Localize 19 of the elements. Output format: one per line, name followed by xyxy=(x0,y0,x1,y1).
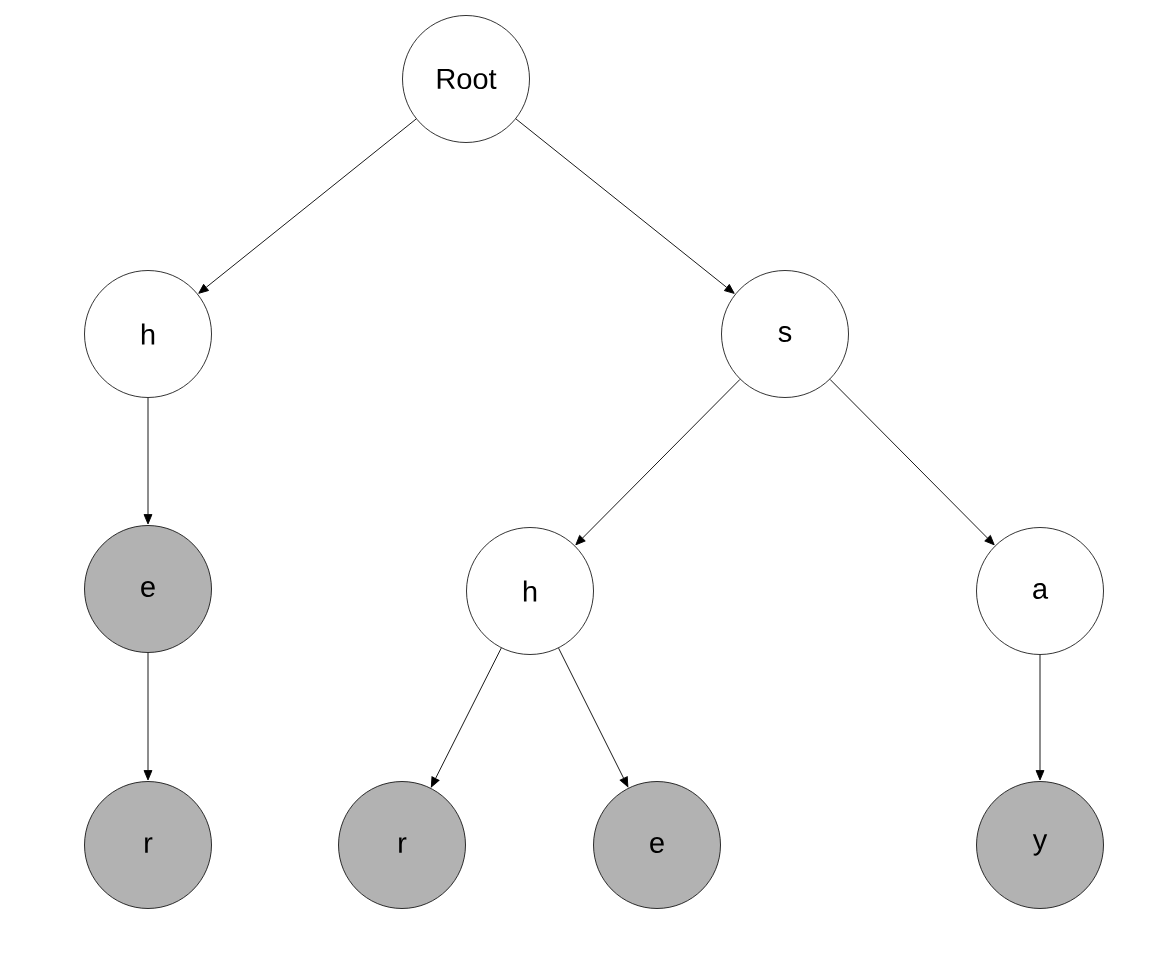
circle-node: Root xyxy=(402,15,530,143)
circle-node: h xyxy=(466,527,594,655)
arrow xyxy=(1035,654,1045,781)
circle-node: a xyxy=(976,527,1104,655)
circle-node: s xyxy=(721,270,849,398)
arrow xyxy=(558,647,629,788)
shaded-circle-node: e xyxy=(84,525,212,653)
shaded-circle-node: r xyxy=(338,781,466,909)
arrow xyxy=(430,647,502,788)
shaded-circle-node: e xyxy=(593,781,721,909)
arrow xyxy=(829,378,995,546)
shaded-circle-node: r xyxy=(84,781,212,909)
shaded-circle-node: y xyxy=(976,781,1104,909)
arrow xyxy=(143,397,153,525)
arrow xyxy=(143,652,153,781)
arrow xyxy=(198,118,417,294)
arrow xyxy=(515,118,735,294)
arrow xyxy=(575,378,741,546)
circle-node: h xyxy=(84,270,212,398)
